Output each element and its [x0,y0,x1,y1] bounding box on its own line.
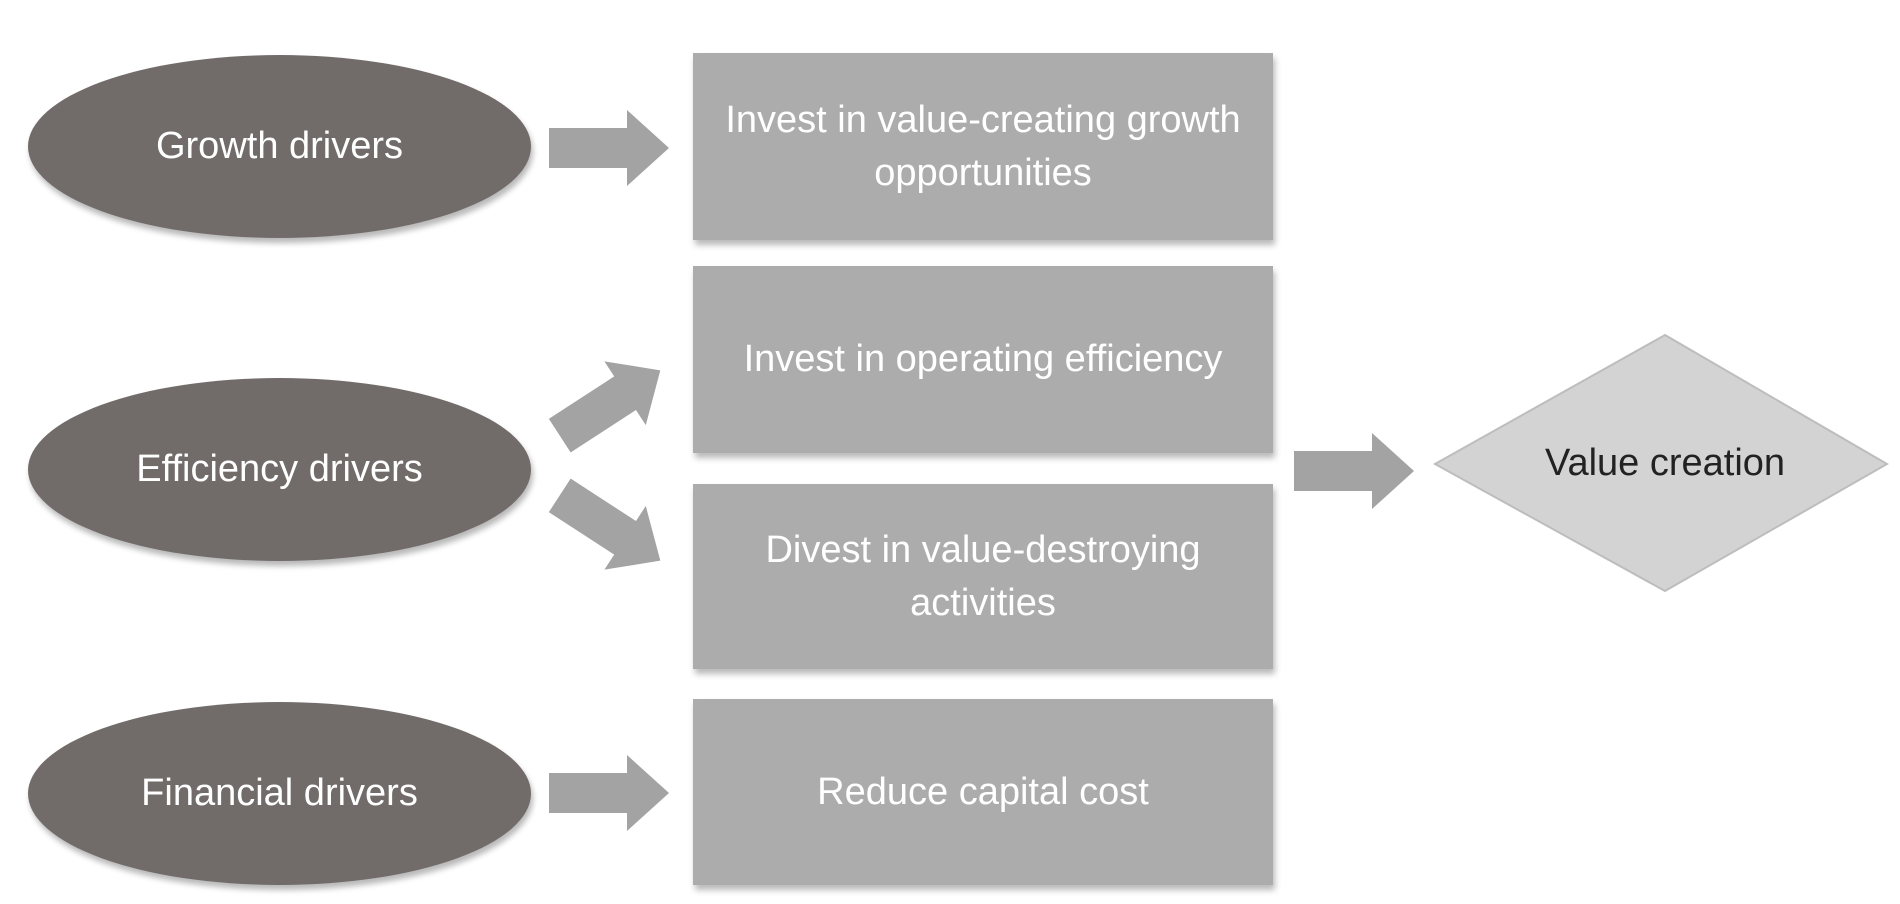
divest-text: Divest in value-destroying activities [765,528,1201,624]
growth-opportunities-box: Invest in value-creating growth opportun… [693,53,1273,240]
efficiency-drivers-ellipse: Efficiency drivers [28,378,531,561]
capital-cost-box: Reduce capital cost [693,699,1273,885]
operating-efficiency-box: Invest in operating efficiency [693,266,1273,453]
value-creation-arrow [1294,433,1414,509]
financial-drivers-label: Financial drivers [141,772,418,814]
operating-efficiency-text: Invest in operating efficiency [743,338,1223,380]
efficiency-drivers-label: Efficiency drivers [136,448,423,490]
value-creation-label: Value creation [1544,441,1786,484]
growth-drivers-ellipse: Growth drivers [28,55,531,238]
efficiency-up-arrow [548,361,661,453]
divest-box: Divest in value-destroying activities [693,484,1273,669]
financial-arrow [549,755,669,831]
growth-opportunities-text: Invest in value-creating growth opportun… [725,98,1241,194]
efficiency-down-arrow [548,478,661,570]
capital-cost-text: Reduce capital cost [817,770,1149,813]
growth-arrow [549,110,669,186]
financial-drivers-ellipse: Financial drivers [28,702,531,885]
value-creation-diamond [1432,333,1890,593]
growth-drivers-label: Growth drivers [155,125,404,167]
